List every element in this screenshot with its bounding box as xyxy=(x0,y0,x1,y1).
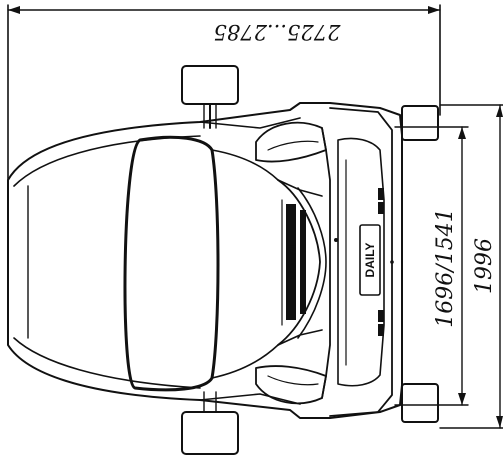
wheel-bottom xyxy=(401,383,439,423)
height-dimension-label: 2725...2785 xyxy=(214,20,342,44)
arrow-head-icon xyxy=(8,6,20,14)
vehicle-body xyxy=(7,102,403,419)
brand-badge: IVECO xyxy=(285,245,297,280)
arrow-head-icon xyxy=(458,393,466,405)
height-dimension: 2725...2785 xyxy=(7,4,441,181)
arrow-head-icon xyxy=(496,416,503,428)
grille: IVECO xyxy=(277,179,327,346)
width-dimension-label: 1996 xyxy=(472,238,497,294)
headlight-top xyxy=(255,121,327,163)
front-bumper: DAILY xyxy=(321,107,393,417)
wheel-top xyxy=(401,105,439,141)
model-badge: DAILY xyxy=(363,243,377,278)
track-dimension-label: 1696/1541 xyxy=(433,208,458,327)
arrow-head-icon xyxy=(428,6,440,14)
headlight-bottom xyxy=(255,365,327,405)
track-dimension: 1696/1541 xyxy=(394,126,469,406)
arrow-head-icon xyxy=(458,127,466,139)
width-dimension: 1996 xyxy=(439,104,503,429)
windscreen xyxy=(123,135,220,392)
arrow-head-icon xyxy=(496,105,503,117)
